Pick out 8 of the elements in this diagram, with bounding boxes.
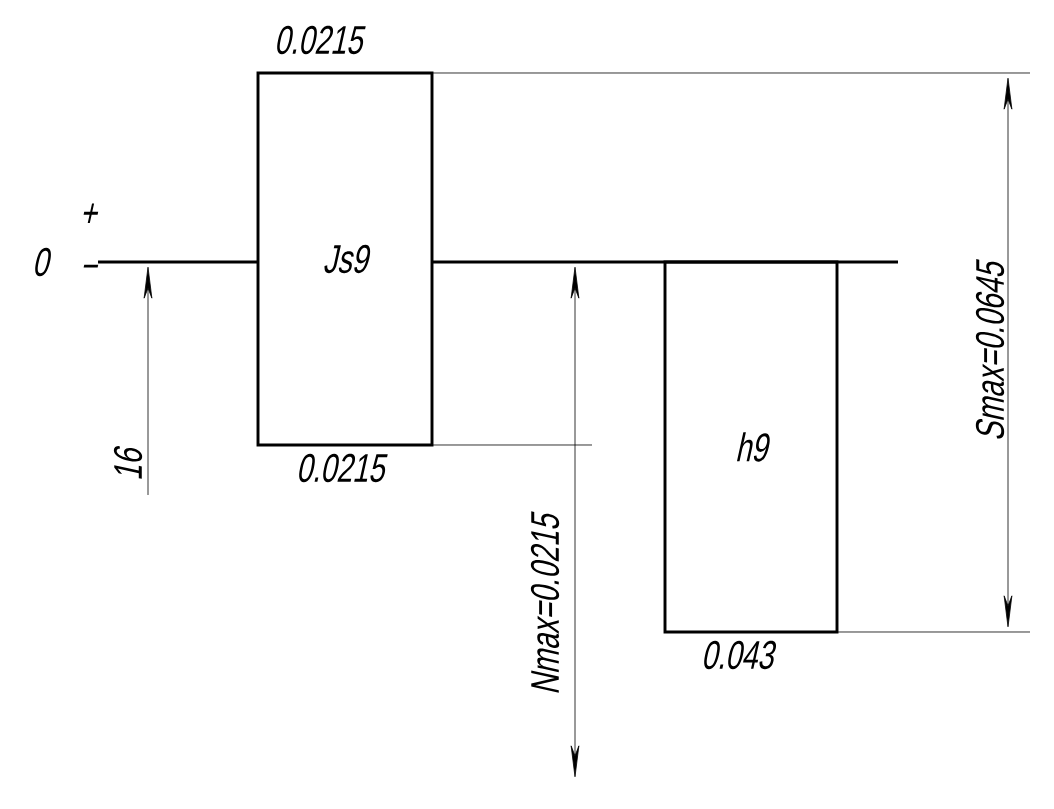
tolerance-box: h9	[663, 260, 839, 634]
tolerance-box: Js9	[256, 71, 434, 447]
dimension-text: Nmax=0.0215	[530, 511, 560, 693]
dimension-text: Smax=0.0645	[975, 259, 1005, 439]
zero-mark: 0	[35, 247, 51, 277]
dimension-text: 16	[113, 445, 143, 479]
plus-sign: +	[83, 203, 99, 224]
minus-sign: −	[83, 264, 99, 268]
